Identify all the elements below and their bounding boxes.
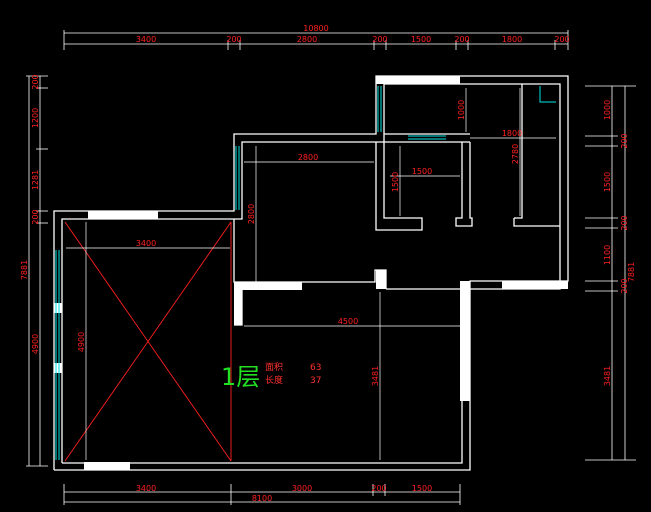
dim-top-4: 200 bbox=[372, 35, 387, 44]
walls bbox=[53, 75, 569, 471]
top-dimension-lines bbox=[63, 30, 569, 50]
dim-right-2: 200 bbox=[620, 133, 629, 148]
dim-left-4: 200 bbox=[31, 209, 40, 224]
bottom-dimension-lines bbox=[63, 484, 461, 505]
dim-small-room-height: 1500 bbox=[391, 172, 400, 192]
dim-top-7: 1800 bbox=[502, 35, 522, 44]
area-label: 面积 bbox=[265, 361, 283, 373]
dim-bottom-3: 200 bbox=[371, 484, 386, 493]
dim-bedroom-width: 3400 bbox=[136, 239, 156, 248]
dim-tr-room-height: 2780 bbox=[511, 144, 520, 164]
dim-right-6: 200 bbox=[620, 278, 629, 293]
dim-right-5: 1100 bbox=[603, 245, 612, 265]
dim-top-6: 200 bbox=[454, 35, 469, 44]
dim-tr-room-top: 1000 bbox=[457, 100, 466, 120]
perimeter-label: 长度 bbox=[265, 374, 283, 386]
dim-bottom-2: 3000 bbox=[292, 484, 312, 493]
dim-living-width: 4500 bbox=[338, 317, 358, 326]
dim-right-7: 3481 bbox=[603, 366, 612, 386]
dim-bedroom-height: 4900 bbox=[77, 332, 86, 352]
dim-mid-room-width: 2800 bbox=[298, 153, 318, 162]
dim-bottom-4: 1500 bbox=[412, 484, 432, 493]
wall-blocks bbox=[54, 76, 568, 470]
dim-mid-room-height: 2800 bbox=[247, 204, 256, 224]
left-dimension-lines bbox=[26, 75, 48, 467]
dim-top-total: 10800 bbox=[303, 24, 328, 33]
dim-top-3: 2800 bbox=[297, 35, 317, 44]
dim-bottom-total: 8100 bbox=[252, 494, 272, 503]
dim-small-room-width: 1500 bbox=[412, 167, 432, 176]
dim-living-height: 3481 bbox=[371, 366, 380, 386]
dim-tr-room-width: 1800 bbox=[502, 129, 522, 138]
bedroom-cross-lines bbox=[64, 221, 232, 462]
dim-top-8: 200 bbox=[554, 35, 569, 44]
dim-top-1: 3400 bbox=[136, 35, 156, 44]
windows bbox=[55, 86, 556, 460]
floor-label: 1层 bbox=[221, 363, 260, 391]
dim-bottom-1: 3400 bbox=[136, 484, 156, 493]
interior-dimension-lines bbox=[66, 88, 556, 460]
dim-right-3: 1500 bbox=[603, 172, 612, 192]
right-dimension-lines bbox=[585, 85, 636, 461]
dim-top-5: 1500 bbox=[411, 35, 431, 44]
dim-left-1: 200 bbox=[31, 74, 40, 89]
dim-left-3: 1281 bbox=[31, 170, 40, 190]
dim-left-2: 1200 bbox=[31, 108, 40, 128]
dim-left-5: 4900 bbox=[31, 334, 40, 354]
dim-right-4: 200 bbox=[620, 215, 629, 230]
perimeter-value: 37 bbox=[310, 376, 321, 386]
dim-top-2: 200 bbox=[226, 35, 241, 44]
dim-right-1: 1000 bbox=[603, 100, 612, 120]
dim-left-total: 7881 bbox=[20, 260, 29, 280]
area-value: 63 bbox=[310, 363, 321, 373]
dim-right-total: 7881 bbox=[627, 262, 636, 282]
